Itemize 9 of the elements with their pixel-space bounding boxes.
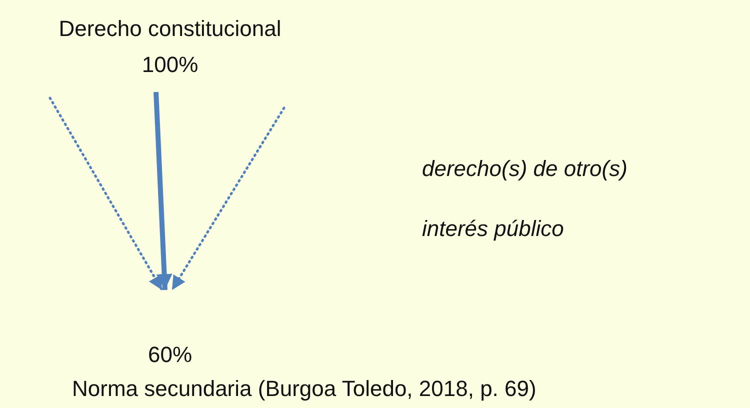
arrow — [154, 92, 172, 290]
node-text: Norma secundaria (Burgoa Toledo, 2018, p. 69) — [72, 376, 536, 402]
node-text: 100% — [140, 52, 200, 78]
node-text: 60% — [146, 342, 194, 368]
note-text: derecho(s) de otro(s) — [422, 156, 628, 182]
arrow — [48, 96, 164, 292]
arrow — [170, 106, 286, 292]
note-text: interés público — [422, 216, 564, 242]
node-text: Derecho constitucional — [58, 16, 282, 42]
